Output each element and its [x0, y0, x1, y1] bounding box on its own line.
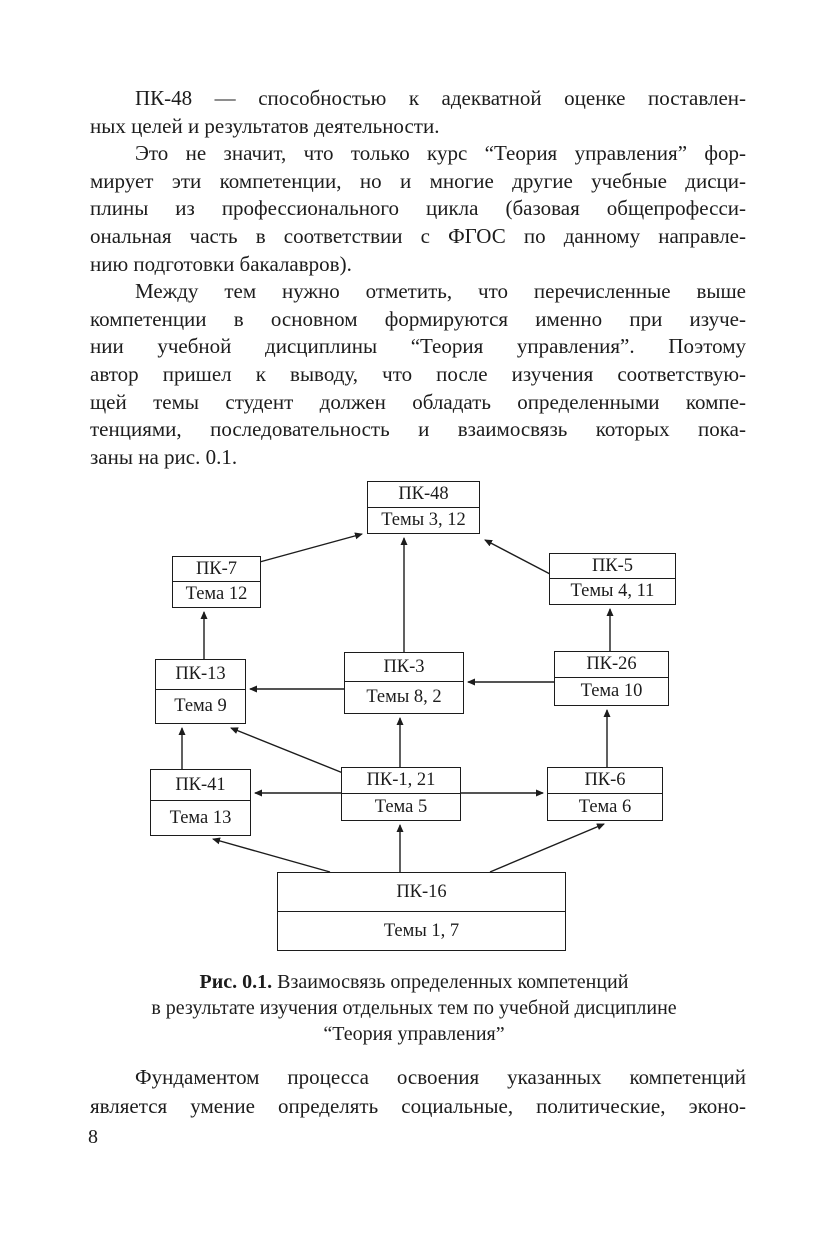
- figure-node-subtitle: Темы 1, 7: [383, 920, 460, 941]
- figure-caption: Рис. 0.1. Взаимосвязь определенных компе…: [86, 969, 742, 1047]
- text-line: ональная часть в соответствии с ФГОС по …: [90, 223, 746, 248]
- figure-edge-pk5-to-pk48: [484, 539, 551, 575]
- page-number: 8: [88, 1126, 98, 1148]
- text-line: нии учебной дисциплины “Теория управлени…: [90, 334, 746, 359]
- figure-node-subtitle: Тема 6: [578, 796, 632, 817]
- figure-number-label: Рис. 0.1.: [199, 971, 273, 993]
- figure-node-title: ПК-5: [550, 554, 675, 579]
- text-line: щей темы студент должен обладать определ…: [90, 389, 746, 414]
- figure-node-title: ПК-7: [173, 557, 260, 582]
- body-text-bottom: Фундаментом процесса освоения указанных …: [90, 1063, 746, 1121]
- text-line: плины из профессионального цикла (базова…: [90, 196, 746, 221]
- figure-node-title: ПК-48: [368, 482, 479, 508]
- text-line: нию подготовки бакалавров).: [90, 251, 352, 276]
- figure-node-subtitle: Темы 4, 11: [570, 581, 655, 601]
- figure-node-title: ПК-6: [548, 768, 662, 794]
- figure-node-subtitle: Темы 3, 12: [381, 510, 466, 530]
- text-line: Фундаментом процесса освоения указанных …: [135, 1065, 746, 1089]
- figure-node-title: ПК-26: [555, 652, 668, 678]
- figure-node-title: ПК-13: [156, 660, 245, 690]
- figure-edge-pk121-to-pk13: [230, 727, 344, 774]
- text-line: ПК-48 — способностью к адекватной оценке…: [135, 86, 746, 110]
- caption-line-1: Рис. 0.1. Взаимосвязь определенных компе…: [86, 969, 742, 995]
- text-line: автор пришел к выводу, что после изучени…: [90, 361, 746, 386]
- text-line: является умение определять социальные, п…: [90, 1094, 746, 1118]
- text-line: Это не значит, что только курс “Теория у…: [135, 141, 746, 166]
- figure-node-subtitle: Тема 9: [174, 696, 227, 716]
- caption-line-3: “Теория управления”: [323, 1023, 505, 1045]
- figure-node-subtitle: Тема 5: [374, 796, 428, 817]
- figure-node-subtitle: Тема 13: [169, 807, 232, 828]
- text-line: заны на рис. 0.1.: [90, 444, 238, 469]
- figure-node-title: ПК-41: [151, 770, 250, 801]
- body-text-top: ПК-48 — способностью к адекватной оценке…: [90, 85, 746, 471]
- text-line: мирует эти компетенции, но и многие друг…: [90, 168, 746, 193]
- text-line: Между тем нужно отметить, что перечислен…: [135, 279, 746, 304]
- text-line: тенциями, последовательность и взаимосвя…: [90, 417, 746, 442]
- caption-line-2: в результате изучения отдельных тем по у…: [151, 997, 677, 1019]
- caption-line-1-text: Взаимосвязь определенных компетенций: [272, 971, 629, 993]
- text-line: компетенции в основном формируются именн…: [90, 306, 746, 331]
- figure-node-title: ПК-16: [278, 873, 565, 912]
- figure-node-title: ПК-3: [345, 653, 463, 682]
- text-line: ных целей и результатов деятельности.: [90, 113, 440, 138]
- figure-node-subtitle: Тема 12: [185, 584, 248, 604]
- figure-edge-pk16-to-pk41: [212, 837, 331, 873]
- figure-node-title: ПК-1, 21: [342, 768, 460, 794]
- figure-node-subtitle: Тема 10: [580, 681, 643, 701]
- figure-edge-pk7-to-pk48: [255, 532, 363, 564]
- figure-edge-pk16-to-pk6: [489, 823, 605, 873]
- figure-node-subtitle: Темы 8, 2: [366, 687, 442, 707]
